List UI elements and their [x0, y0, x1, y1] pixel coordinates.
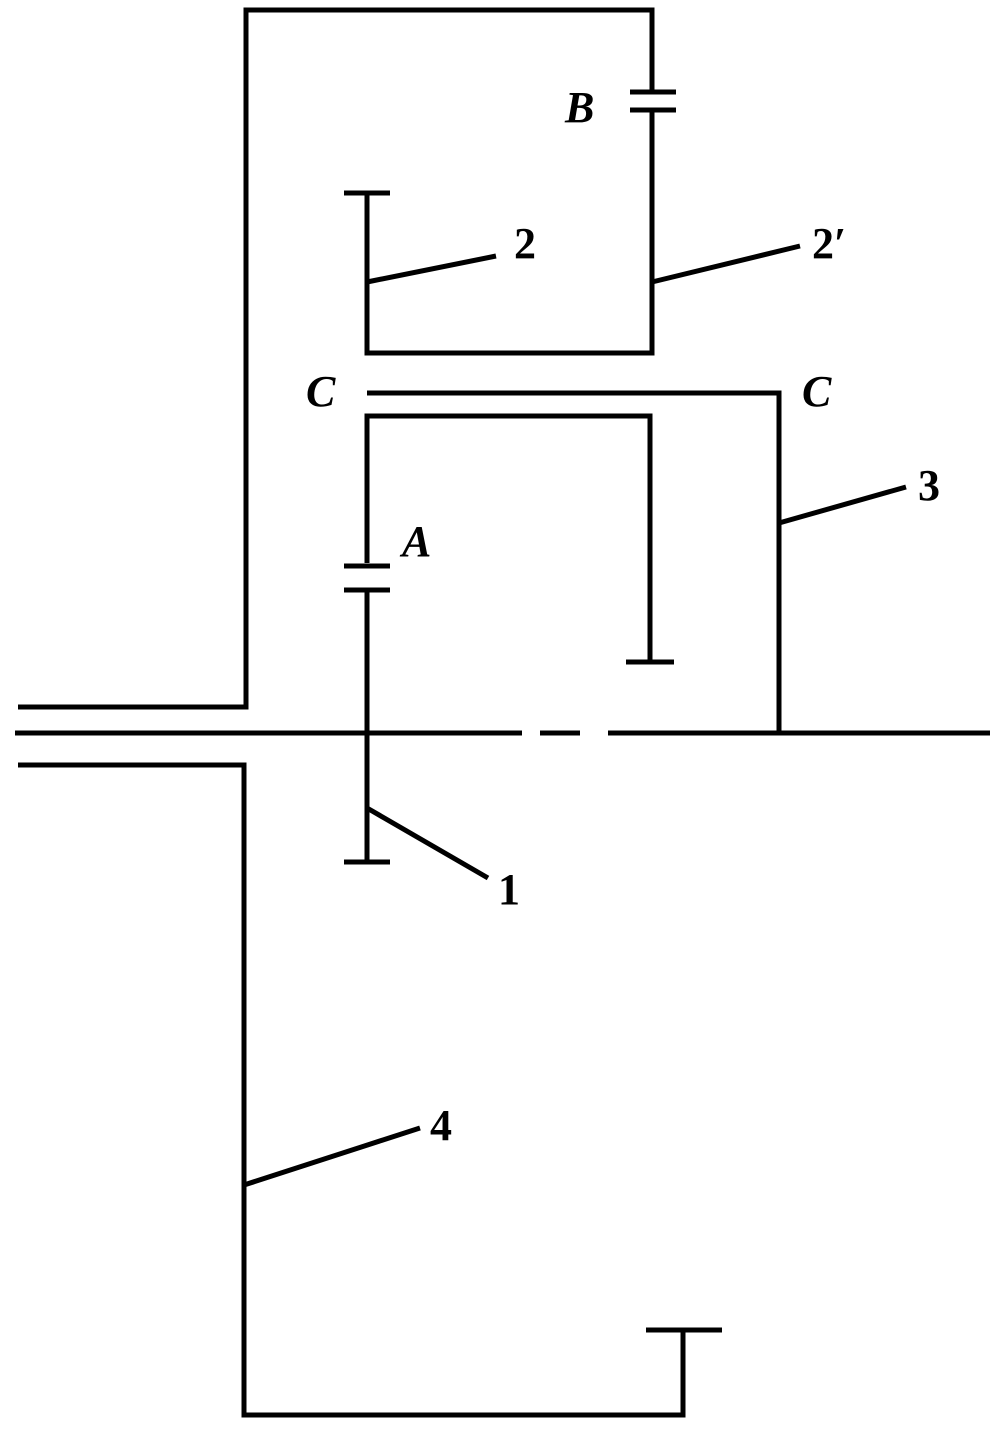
upper-frame	[18, 7, 655, 710]
label-ring-4: 4	[430, 1101, 452, 1150]
label-gear-1: 1	[498, 865, 520, 914]
label-point-c-right: C	[802, 367, 832, 416]
bearing-a	[344, 563, 390, 593]
label-point-a: A	[399, 517, 431, 566]
label-gear-2-prime: 2′	[812, 219, 846, 268]
leader-arm-3	[778, 484, 907, 526]
label-point-b: B	[564, 83, 594, 132]
leader-ring-4	[243, 1125, 421, 1188]
label-gear-2: 2	[514, 219, 536, 268]
label-arm-3: 3	[918, 461, 940, 510]
planet-gear-body	[364, 112, 655, 356]
label-point-c-left: C	[306, 367, 336, 416]
leader-gear-2	[366, 253, 497, 285]
bearing-b	[630, 89, 676, 113]
inner-carrier	[364, 413, 653, 662]
arm-3	[367, 390, 782, 733]
lower-frame	[18, 762, 686, 1418]
leader-gear-2-prime	[651, 243, 801, 285]
leader-gear-1	[365, 805, 490, 881]
